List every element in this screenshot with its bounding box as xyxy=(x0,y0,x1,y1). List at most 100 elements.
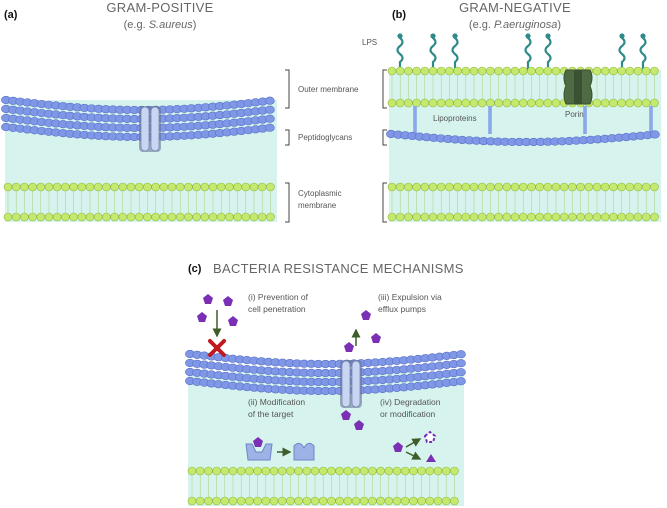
lipid-head xyxy=(559,182,569,192)
lipid-head xyxy=(527,66,536,76)
porin-label: Porin xyxy=(565,110,584,119)
lipid-head xyxy=(502,98,512,108)
lipid-head xyxy=(77,212,87,222)
lipid-head xyxy=(641,98,651,108)
lipid-head xyxy=(134,182,144,192)
lipid-head xyxy=(633,182,643,192)
lipid-head xyxy=(551,66,561,76)
peptidoglycan-bead xyxy=(649,130,660,139)
lipid-head xyxy=(143,212,152,222)
lipid-head xyxy=(420,98,430,108)
lipid-head xyxy=(102,212,111,222)
porin-pore xyxy=(574,70,582,104)
lipid-head xyxy=(212,466,221,476)
panel-a-title: GRAM-POSITIVE xyxy=(106,0,213,15)
drug-molecule xyxy=(253,437,263,447)
blocked-cross-icon xyxy=(208,339,226,357)
lipid-head xyxy=(335,496,344,506)
lipid-head xyxy=(126,212,136,222)
lipid-head xyxy=(518,182,528,192)
lipid-head xyxy=(477,182,487,192)
lipid-head xyxy=(118,182,128,192)
lipid-head xyxy=(445,98,454,108)
lipid-head xyxy=(494,98,503,108)
lipid-head xyxy=(126,182,136,192)
lipid-head xyxy=(436,182,446,192)
lipid-head xyxy=(187,466,197,476)
lps-head xyxy=(397,33,403,39)
lipid-head xyxy=(93,212,103,222)
lps-chain xyxy=(396,36,404,72)
lipid-head xyxy=(195,466,205,476)
lipid-head xyxy=(216,182,226,192)
lipid-head xyxy=(412,182,421,192)
degraded-drug xyxy=(423,430,437,443)
lipid-head xyxy=(395,66,405,76)
panel-c: (c) BACTERIA RESISTANCE MECHANISMS (i) P… xyxy=(185,261,466,506)
lipid-head xyxy=(387,182,397,192)
outer-membrane xyxy=(387,66,659,108)
mechanism-iii-line2: efflux pumps xyxy=(378,304,426,314)
lipid-head xyxy=(359,496,369,506)
lipid-head xyxy=(510,182,520,192)
panel-b-cytoplasmic-membrane xyxy=(387,182,659,222)
lipid-head xyxy=(159,212,169,222)
lipid-head xyxy=(257,182,267,192)
lipid-head xyxy=(216,212,226,222)
lipid-head xyxy=(469,98,479,108)
lipid-head xyxy=(404,98,413,108)
lipid-head xyxy=(69,182,78,192)
lipid-head xyxy=(384,496,394,506)
lipid-head xyxy=(318,466,328,476)
lps-chain xyxy=(524,36,532,72)
peptidoglycan-bead xyxy=(264,123,275,132)
lipid-head xyxy=(650,182,659,192)
drug-molecule xyxy=(361,310,371,320)
mechanism-i-graphic xyxy=(197,294,238,357)
lipid-head xyxy=(441,496,451,506)
cytoplasmic-bracket-right xyxy=(382,182,387,223)
mechanism-ii-line1: (ii) Modification xyxy=(248,397,305,407)
lipid-head xyxy=(359,466,369,476)
lipid-head xyxy=(469,212,479,222)
lipid-head xyxy=(151,182,160,192)
panel-b-label: (b) xyxy=(392,9,406,21)
lipid-head xyxy=(236,466,246,476)
lipid-head xyxy=(420,212,430,222)
lps-chain xyxy=(639,36,647,72)
lipid-head xyxy=(428,212,438,222)
lipid-head xyxy=(286,466,295,476)
cytoplasmic-label-1: Cytoplasmic xyxy=(298,189,342,198)
lipid-head xyxy=(151,212,160,222)
lipid-head xyxy=(592,98,602,108)
lipid-head xyxy=(118,212,128,222)
lipid-head xyxy=(184,182,193,192)
drug-molecule xyxy=(341,410,351,420)
lipid-head xyxy=(212,496,221,506)
lipid-head xyxy=(436,98,446,108)
modified-target-protein xyxy=(293,442,315,461)
drug-molecule xyxy=(371,333,381,343)
lipid-head xyxy=(486,212,495,222)
drug-molecule xyxy=(228,316,238,326)
lipid-head xyxy=(310,496,320,506)
lipid-head xyxy=(477,98,487,108)
lipid-head xyxy=(220,496,230,506)
lipid-head xyxy=(335,466,344,476)
lipid-head xyxy=(551,98,561,108)
lipid-head xyxy=(110,182,119,192)
lps-head xyxy=(640,33,646,39)
lipid-head xyxy=(617,212,626,222)
lipid-head xyxy=(395,182,405,192)
lipid-head xyxy=(368,496,377,506)
lipid-head xyxy=(417,466,426,476)
lipid-head xyxy=(469,182,479,192)
panel-a-cytoplasmic-membrane xyxy=(3,182,275,222)
lipid-head xyxy=(543,98,553,108)
lipid-head xyxy=(395,212,405,222)
lipid-head xyxy=(502,66,512,76)
peptidoglycans-bracket xyxy=(285,129,290,146)
lipid-head xyxy=(543,66,553,76)
peptidoglycan-bead xyxy=(456,350,466,359)
lipid-head xyxy=(510,212,520,222)
